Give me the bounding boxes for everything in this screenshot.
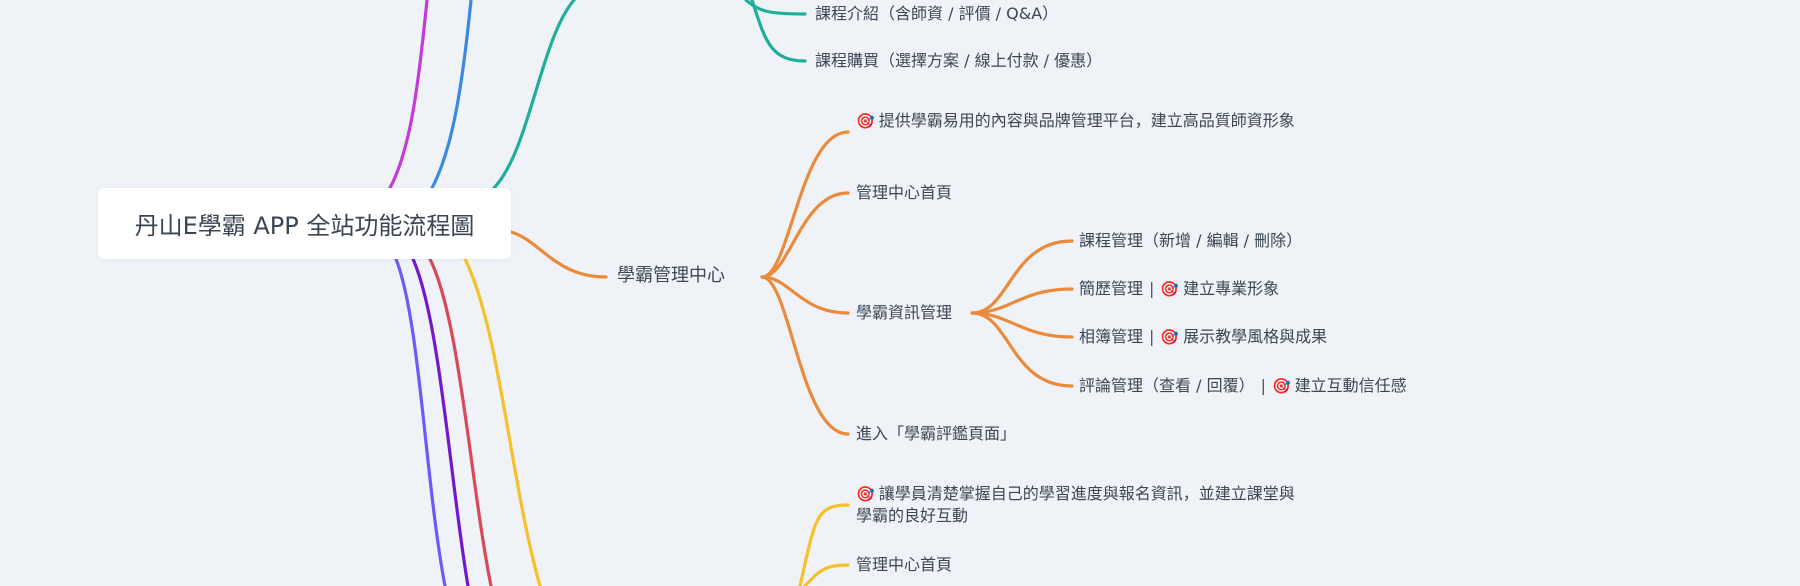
node-tutor-home[interactable]: 管理中心首頁	[856, 183, 953, 202]
separator: |	[1149, 279, 1155, 298]
edge-orange-enter	[760, 275, 850, 436]
edge-yellow-goal	[798, 503, 850, 586]
root-title: 丹山E學霸 APP 全站功能流程圖	[134, 212, 475, 240]
goal-text: 建立專業形象	[1183, 279, 1280, 298]
node-student-goal[interactable]: 🎯讓學員清楚掌握自己的學習進度與報名資訊，並建立課堂與學霸的良好互動	[856, 483, 1296, 527]
label: 相簿管理	[1079, 327, 1144, 346]
node-course-intro[interactable]: 課程介紹（含師資 / 評價 / Q&A）	[815, 4, 1059, 23]
edge-red-branch	[428, 257, 493, 586]
edge-orange-home	[760, 191, 850, 279]
node-tutor-enter-review[interactable]: 進入「學霸評鑑頁面」	[856, 424, 1017, 443]
edge-orange-goal	[760, 130, 850, 279]
target-icon: 🎯	[1160, 328, 1180, 346]
target-icon: 🎯	[1160, 280, 1180, 298]
edge-teal-branch	[492, 0, 576, 190]
goal-text: 展示教學風格與成果	[1183, 327, 1328, 346]
edge-info-review	[970, 311, 1074, 388]
edge-teal-course-buy	[750, 0, 807, 63]
target-icon: 🎯	[856, 485, 875, 503]
node-tutor-goal[interactable]: 🎯提供學霸易用的內容與品牌管理平台，建立高品質師資形象	[856, 110, 1296, 132]
node-tutor-info[interactable]: 學霸資訊管理	[856, 303, 953, 322]
node-course-purchase[interactable]: 課程購買（選擇方案 / 線上付款 / 優惠）	[815, 51, 1103, 70]
edge-blue-branch	[430, 0, 473, 190]
node-tutor-center[interactable]: 學霸管理中心	[617, 265, 725, 286]
edge-teal-course-intro	[744, 0, 807, 16]
edge-purple-branch	[388, 0, 429, 190]
node-course-manage[interactable]: 課程管理（新增 / 編輯 / 刪除）	[1079, 231, 1303, 250]
edge-info-course	[970, 239, 1074, 315]
edge-orange-info	[760, 275, 850, 315]
edge-deep-purple-branch	[411, 257, 470, 586]
label: 評論管理（查看 / 回覆）	[1079, 376, 1255, 395]
goal-text: 建立互動信任感	[1294, 376, 1407, 395]
edge-orange-root	[509, 230, 608, 279]
separator: |	[1149, 327, 1155, 346]
root-node[interactable]: 丹山E學霸 APP 全站功能流程圖	[98, 188, 511, 259]
edge-yellow-home	[803, 563, 850, 586]
edge-yellow-branch	[463, 257, 542, 586]
node-review-manage[interactable]: 評論管理（查看 / 回覆） | 🎯建立互動信任感	[1079, 375, 1407, 397]
label: 簡歷管理	[1079, 279, 1144, 298]
separator: |	[1260, 376, 1266, 395]
node-album-manage[interactable]: 相簿管理 | 🎯展示教學風格與成果	[1079, 326, 1327, 348]
target-icon: 🎯	[856, 112, 875, 130]
node-resume-manage[interactable]: 簡歷管理 | 🎯建立專業形象	[1079, 278, 1279, 300]
target-icon: 🎯	[1271, 377, 1291, 395]
goal-text: 讓學員清楚掌握自己的學習進度與報名資訊，並建立課堂與學霸的良好互動	[856, 484, 1295, 525]
goal-text: 提供學霸易用的內容與品牌管理平台，建立高品質師資形象	[878, 111, 1295, 130]
edge-violet-branch	[394, 257, 447, 586]
node-student-home[interactable]: 管理中心首頁	[856, 555, 953, 574]
